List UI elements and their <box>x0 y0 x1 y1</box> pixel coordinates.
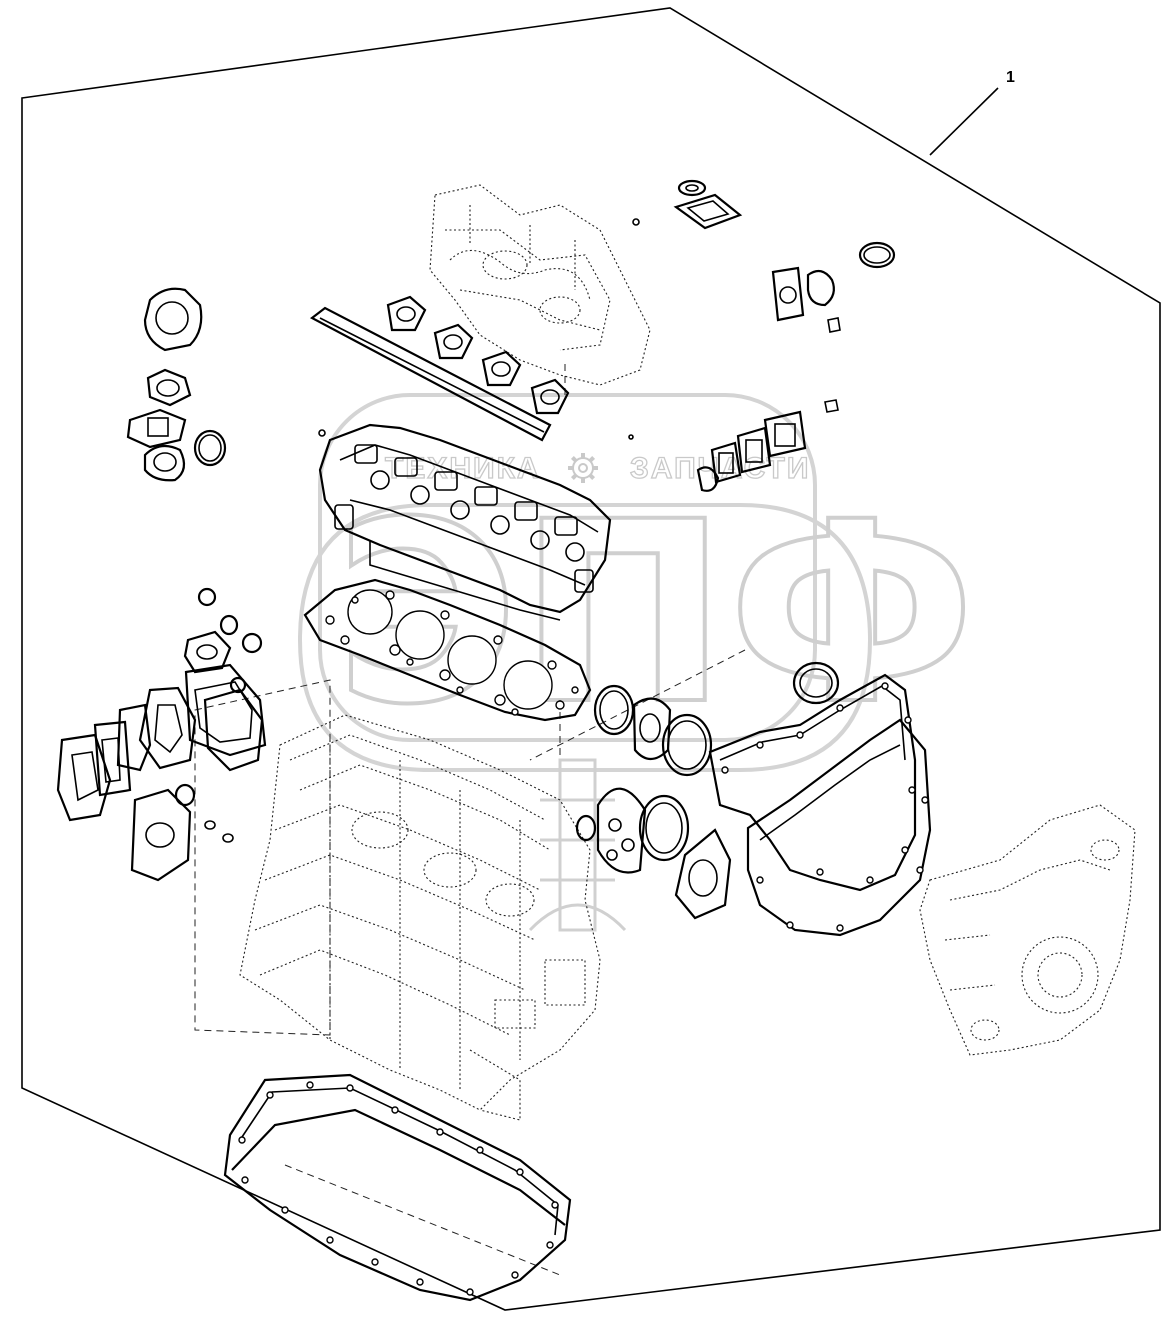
front-seals <box>575 661 840 920</box>
manifold-gaskets <box>386 295 570 415</box>
gear-icon <box>568 453 598 483</box>
left-middle-gaskets <box>56 587 267 882</box>
oil-pan-gasket <box>223 1073 572 1302</box>
top-small-gaskets <box>318 179 896 440</box>
ghost-timing-housing <box>919 804 1136 1056</box>
callout-label-1: 1 <box>1006 69 1015 86</box>
watermark-logo-letters: ЭПФ <box>335 468 976 759</box>
kit-boundary <box>21 7 1161 1311</box>
valve-cover-gasket <box>309 306 552 442</box>
exhaust-gaskets <box>696 410 807 492</box>
left-top-gaskets <box>126 287 227 482</box>
callout-leader-1 <box>929 87 999 156</box>
timing-cover-gaskets <box>708 673 932 937</box>
ghost-engine-top <box>429 184 651 386</box>
alignment-lines <box>194 360 746 1276</box>
watermark: ЭПФ ТЕХНИКА ЗАПЧАСТИ <box>297 393 978 932</box>
head-gasket <box>303 578 592 722</box>
cylinder-head <box>318 423 612 621</box>
watermark-arc <box>297 503 873 772</box>
watermark-emblem <box>528 758 627 932</box>
